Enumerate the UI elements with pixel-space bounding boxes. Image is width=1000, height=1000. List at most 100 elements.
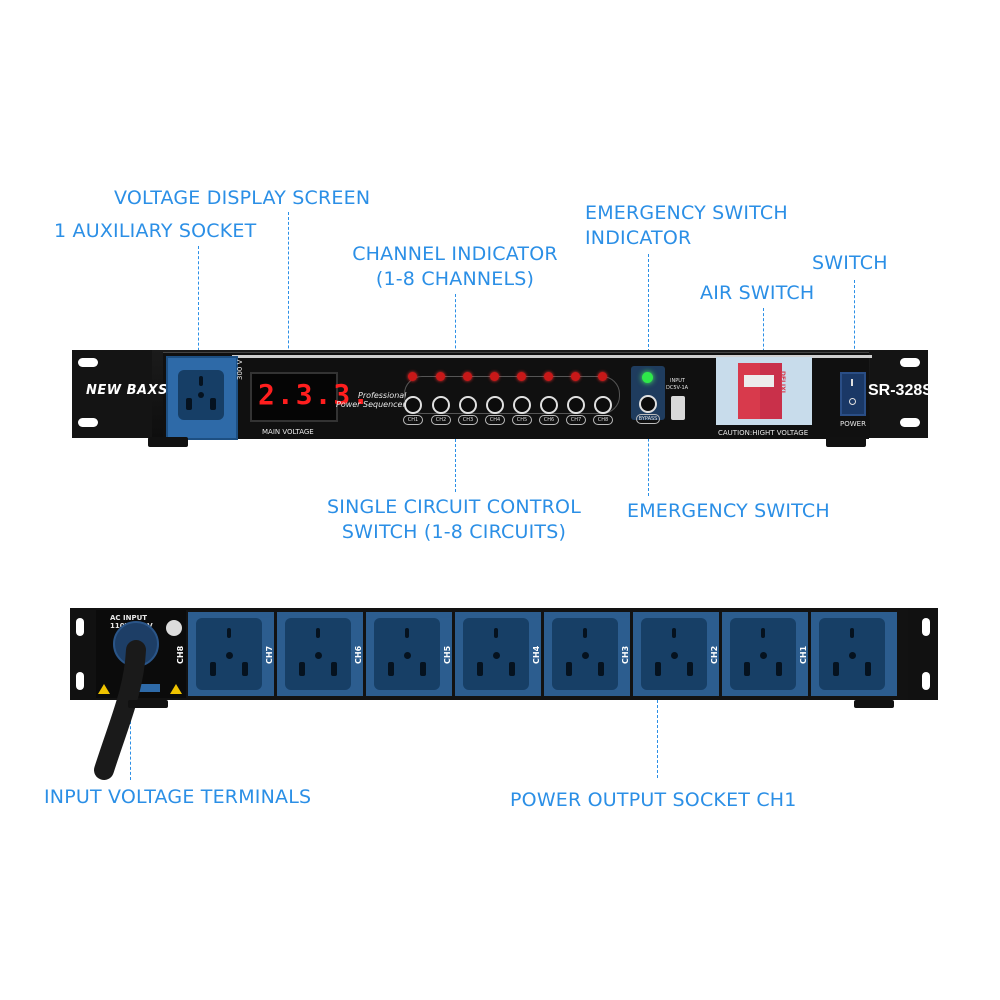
air-switch[interactable]: DELIXI [716, 357, 812, 425]
leader-air-switch [763, 308, 764, 372]
label-switch: SWITCH [812, 252, 888, 274]
ac-input-label-1: AC INPUT [110, 614, 148, 622]
channel-switch-ch2[interactable] [432, 396, 450, 414]
socket-face [641, 618, 707, 690]
socket-pin [477, 662, 483, 676]
power-cable [94, 621, 159, 780]
emergency-switch-button[interactable] [639, 395, 657, 413]
label-single-circuit-line2: SWITCH (1-8 CIRCUITS) [341, 521, 567, 543]
breaker-handle [744, 375, 774, 387]
label-channel-indicator-line2: (1-8 CHANNELS) [375, 268, 535, 290]
emergency-indicator-led [642, 372, 653, 383]
socket-pin [833, 662, 839, 676]
socket-pin [210, 662, 216, 676]
mount-hole [78, 418, 98, 427]
socket-face [374, 618, 440, 690]
channel-tag-ch7: CH7 [566, 415, 586, 425]
brand-logo: NEW BAXS [86, 383, 168, 398]
socket-face [285, 618, 351, 690]
label-single-circuit-line1: SINGLE CIRCUIT CONTROL [327, 496, 581, 518]
socket-pin [671, 652, 678, 659]
socket-face [552, 618, 618, 690]
label-input-terminals: INPUT VOLTAGE TERMINALS [44, 786, 312, 808]
socket-pin [583, 628, 587, 638]
channel-switch-ch7[interactable] [567, 396, 585, 414]
channel-indicator-led-ch8 [598, 372, 607, 381]
label-emergency-indicator: EMERGENCY SWITCH INDICATOR [585, 201, 788, 251]
socket-pin [566, 662, 572, 676]
voltage-display-digits: 2.3.3. [258, 378, 372, 411]
socket-pin [744, 662, 750, 676]
voltage-display: 2.3.3. [250, 372, 369, 422]
front-left-ear [72, 350, 152, 438]
channel-switch-ch6[interactable] [540, 396, 558, 414]
front-foot-left [148, 437, 188, 447]
label-output-socket: POWER OUTPUT SOCKET CH1 [510, 789, 797, 811]
power-switch[interactable] [840, 372, 866, 416]
label-emergency-indicator-line2: INDICATOR [585, 227, 692, 249]
power-output-socket-ch4[interactable]: CH4 [532, 612, 630, 696]
socket-pin [420, 662, 426, 676]
channel-indicator-led-ch1 [408, 372, 417, 381]
socket-pin [761, 628, 765, 638]
socket-pin [509, 662, 515, 676]
socket-pin [388, 662, 394, 676]
subtitle-professional: Professional [358, 391, 407, 400]
model-number: SR-328S [868, 382, 933, 399]
channel-strip [404, 376, 620, 414]
breaker-brand: DELIXI [779, 371, 786, 393]
front-foot-right [826, 437, 866, 447]
cable-body [94, 640, 146, 780]
socket-pin [493, 652, 500, 659]
power-output-socket-ch2[interactable]: CH2 [710, 612, 808, 696]
channel-indicator-led-ch2 [436, 372, 445, 381]
channel-indicator-led-ch5 [517, 372, 526, 381]
channel-switch-ch4[interactable] [486, 396, 504, 414]
socket-pin [316, 628, 320, 638]
bypass-tag: BYPASS [636, 414, 660, 424]
socket-pin [404, 652, 411, 659]
leader-output-socket [657, 660, 658, 778]
leader-emergency-switch [648, 404, 649, 496]
label-single-circuit: SINGLE CIRCUIT CONTROL SWITCH (1-8 CIRCU… [318, 495, 590, 545]
power-switch-on-mark [851, 379, 853, 386]
subtitle-power-sequencer: Power Sequencer [336, 400, 406, 409]
channel-switch-ch3[interactable] [459, 396, 477, 414]
channel-switch-ch1[interactable] [404, 396, 422, 414]
power-output-socket-ch5[interactable]: CH5 [443, 612, 541, 696]
channel-tag-ch8: CH8 [593, 415, 613, 425]
caution-label: CAUTION:HIGHT VOLTAGE [718, 429, 809, 437]
outlet-label-ch7: CH7 [265, 645, 274, 664]
power-output-socket-ch1[interactable]: CH1 [799, 612, 897, 696]
outlet-label-ch8: CH8 [176, 645, 185, 664]
power-output-socket-ch8[interactable]: CH8 [176, 612, 274, 696]
voltage-scale-text: 300 V [236, 359, 244, 380]
power-output-socket-ch6[interactable]: CH6 [354, 612, 452, 696]
main-voltage-label: MAIN VOLTAGE [262, 428, 314, 436]
power-output-socket-ch3[interactable]: CH3 [621, 612, 719, 696]
power-label: POWER [840, 420, 866, 428]
channel-switch-ch5[interactable] [513, 396, 531, 414]
rear-right-ear [908, 608, 938, 700]
socket-pin [226, 652, 233, 659]
warning-icon [170, 684, 182, 694]
label-channel-indicator: CHANNEL INDICATOR (1-8 CHANNELS) [340, 242, 570, 292]
mount-hole [900, 358, 920, 367]
socket-pin [315, 652, 322, 659]
channel-tag-ch4: CH4 [485, 415, 505, 425]
outlet-label-ch2: CH2 [710, 645, 719, 664]
leader-emergency-indicator [648, 254, 649, 372]
channel-switch-ch8[interactable] [594, 396, 612, 414]
usb-port[interactable] [671, 396, 685, 420]
input-label-1: INPUT [670, 378, 685, 384]
channel-indicator-led-ch3 [463, 372, 472, 381]
socket-pin [687, 662, 693, 676]
leader-aux-socket [198, 246, 199, 366]
aux-socket[interactable] [166, 356, 238, 440]
aux-socket-face [178, 370, 224, 420]
power-switch-off-mark [849, 398, 856, 405]
channel-tag-ch5: CH5 [512, 415, 532, 425]
label-emergency-switch: EMERGENCY SWITCH [627, 500, 830, 522]
mount-hole [922, 618, 930, 636]
power-output-socket-ch7[interactable]: CH7 [265, 612, 363, 696]
